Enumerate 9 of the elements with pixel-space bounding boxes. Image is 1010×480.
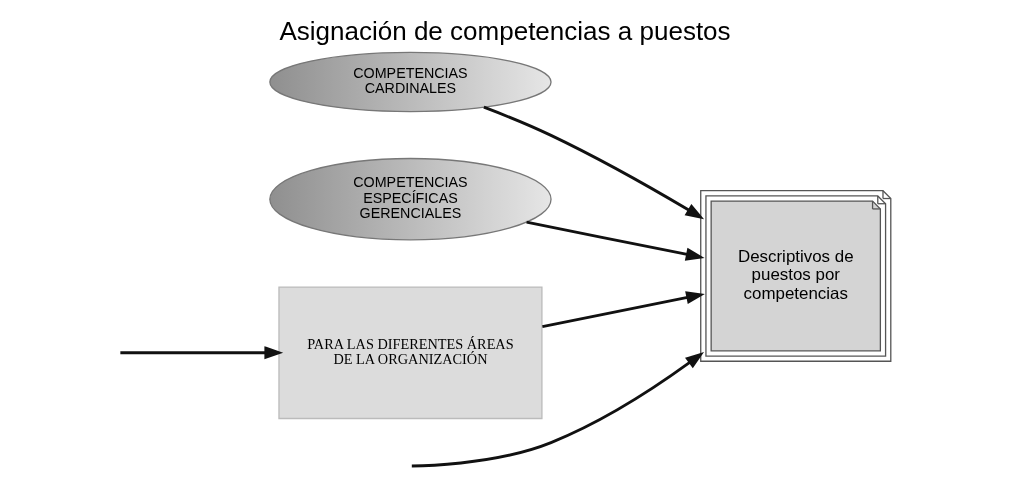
node-ellipse: COMPETENCIAS CARDINALES — [269, 51, 552, 113]
diagram-title: Asignación de competencias a puestos — [279, 15, 731, 46]
arrow — [120, 346, 284, 360]
node-ellipse: COMPETENCIAS ESPECÍFICAS GERENCIALES — [269, 157, 552, 241]
node-box: PARA LAS DIFERENTES ÁREAS DE LA ORGANIZACIÓN — [278, 286, 543, 420]
arrow — [411, 351, 705, 468]
arrow — [542, 291, 705, 328]
arrow — [483, 105, 705, 220]
arrow — [526, 220, 705, 261]
